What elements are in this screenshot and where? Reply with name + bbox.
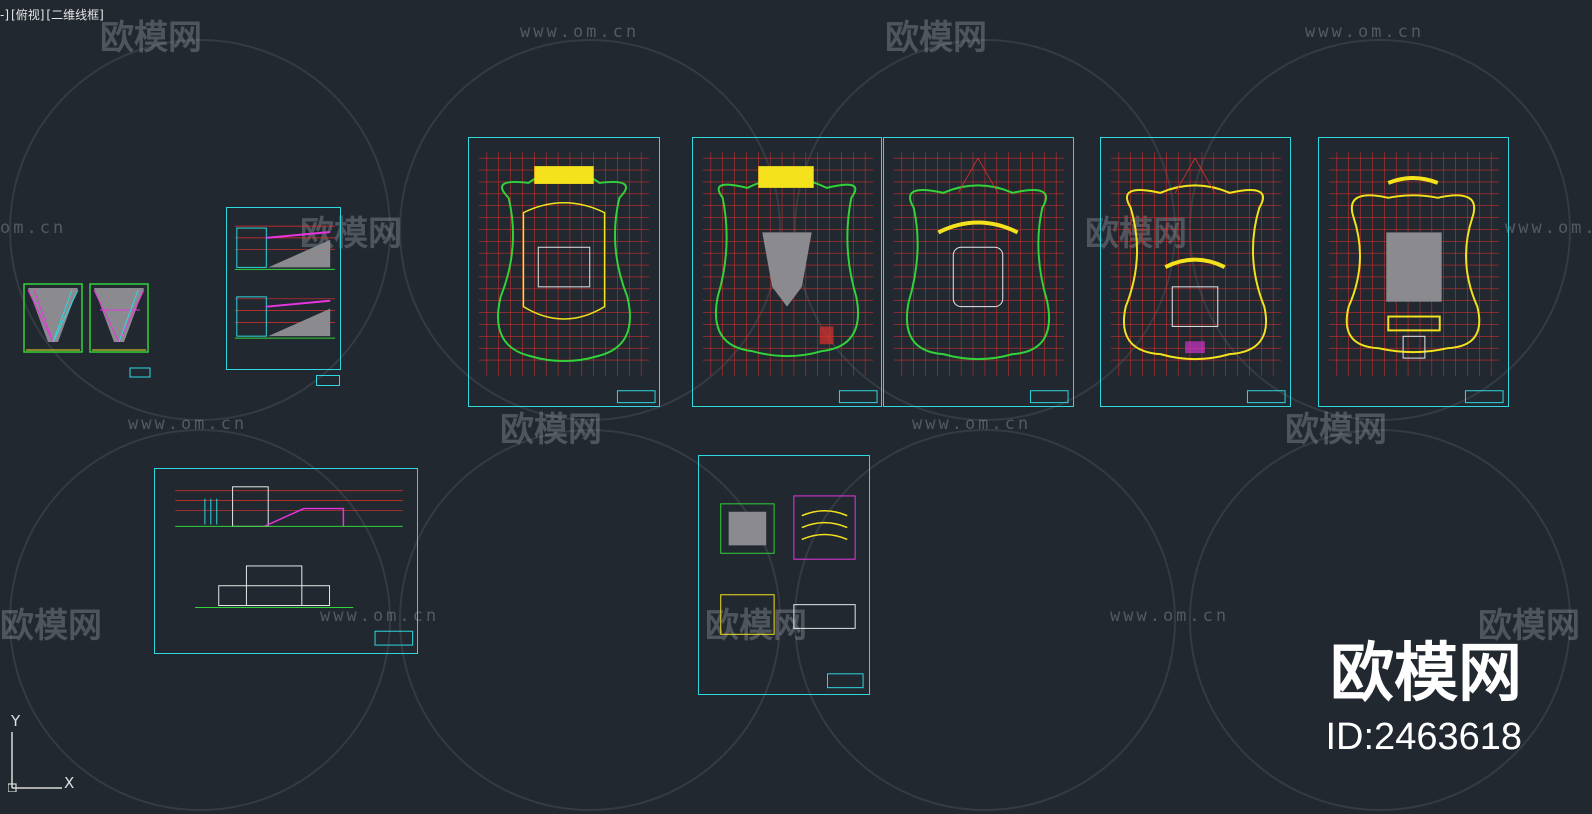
watermark-id: ID:2463618 bbox=[1325, 716, 1523, 758]
watermark-brand: 欧模网 bbox=[500, 410, 602, 450]
sheet-floor-plan-5[interactable] bbox=[1318, 137, 1509, 407]
floor-plan-1-drawing bbox=[478, 152, 656, 404]
view-direction-label[interactable]: [俯视] bbox=[11, 8, 45, 22]
floor-plan-3-drawing bbox=[893, 152, 1069, 404]
sheet-label-box bbox=[316, 375, 340, 386]
watermark-brand: 欧模网 bbox=[100, 18, 202, 58]
floor-plan-4-drawing bbox=[1110, 152, 1286, 404]
sheet-floor-plan-4[interactable] bbox=[1100, 137, 1291, 407]
watermark-url: www.om.cn bbox=[912, 414, 1032, 434]
floor-plan-5-drawing bbox=[1328, 152, 1504, 404]
viewport-menu-toggle[interactable]: -] bbox=[0, 8, 10, 22]
floor-plan-2-drawing bbox=[702, 152, 878, 404]
sheet-floor-plan-3[interactable] bbox=[883, 137, 1074, 407]
sheet-detail[interactable] bbox=[698, 455, 870, 695]
watermark-big-brand: 欧模网 bbox=[1330, 637, 1522, 711]
sheet-elevation[interactable] bbox=[154, 468, 418, 654]
watermark-url: www.om.cn bbox=[1505, 218, 1592, 238]
ucs-x-label: X bbox=[64, 774, 75, 792]
ucs-axes-icon bbox=[8, 732, 62, 792]
visual-style-label[interactable]: [二维线框] bbox=[46, 8, 104, 22]
elevation-drawing bbox=[175, 486, 414, 646]
section-drawing bbox=[234, 225, 336, 339]
detail-pair-drawing bbox=[23, 283, 151, 378]
watermark-url: www.om.cn bbox=[128, 414, 248, 434]
viewport-controls[interactable]: -][俯视][二维线框] bbox=[0, 6, 106, 23]
ucs-icon: Y X bbox=[8, 712, 80, 792]
sheet-section[interactable] bbox=[226, 207, 341, 370]
watermark-url: www.om.cn bbox=[1110, 606, 1230, 626]
sheet-floor-plan-2[interactable] bbox=[692, 137, 882, 407]
watermark-brand: 欧模网 bbox=[0, 606, 102, 646]
watermark-brand: 欧模网 bbox=[1285, 410, 1387, 450]
watermark-url-partial: om.cn bbox=[0, 218, 67, 238]
ucs-y-label: Y bbox=[11, 712, 21, 730]
watermark-url: www.om.cn bbox=[1305, 22, 1425, 42]
sheet-detail-pair[interactable] bbox=[20, 280, 152, 380]
detail-drawing bbox=[720, 495, 864, 689]
watermark-url: www.om.cn bbox=[520, 22, 640, 42]
watermark-brand: 欧模网 bbox=[885, 18, 987, 58]
sheet-floor-plan-1[interactable] bbox=[468, 137, 660, 407]
